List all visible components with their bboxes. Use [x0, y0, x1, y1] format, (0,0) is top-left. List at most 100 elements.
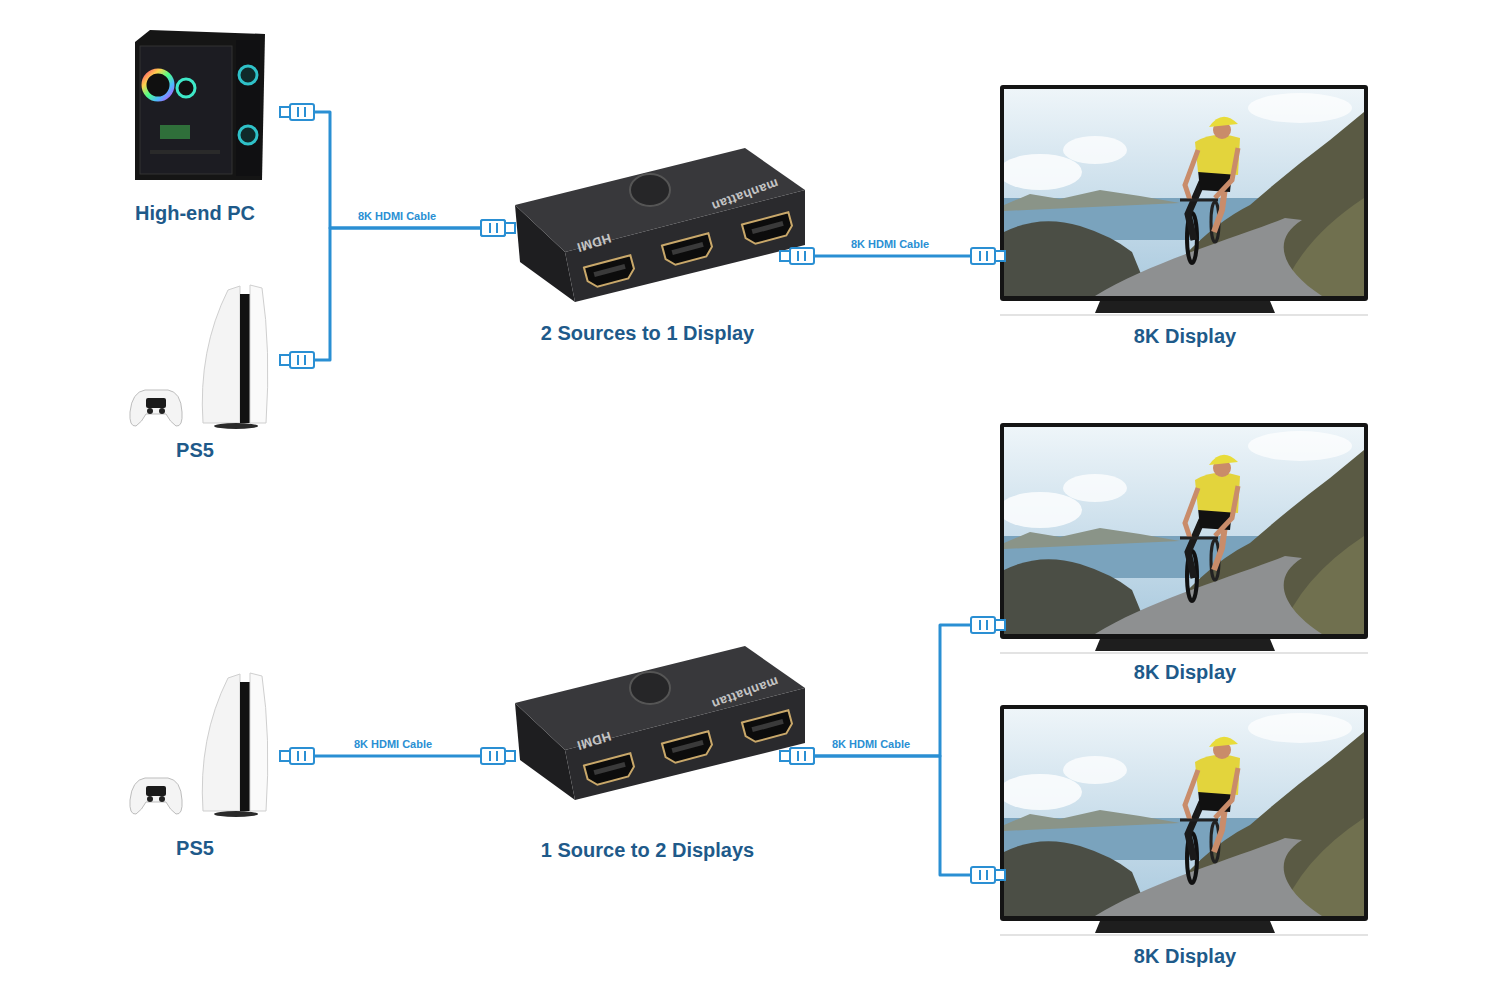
- tv-display: [998, 705, 1368, 936]
- tv-display: [998, 423, 1368, 654]
- cable-label: 8K HDMI Cable: [358, 210, 436, 222]
- hdmi-plug: [481, 220, 515, 236]
- plug-tip: [280, 355, 290, 365]
- plug-body: [481, 748, 505, 764]
- pc-screen: [160, 125, 190, 139]
- pc-gpu: [150, 150, 220, 154]
- node-label: 8K Display: [1134, 944, 1236, 968]
- plug-body: [971, 248, 995, 264]
- device-print: HDMI: [575, 729, 613, 754]
- plug-grip: [804, 751, 806, 761]
- plug-body: [290, 352, 314, 368]
- plug-body: [290, 748, 314, 764]
- plug-tip: [505, 223, 515, 233]
- pc-tower: [135, 30, 265, 180]
- pc-front: [236, 40, 260, 176]
- rgb-fan: [239, 66, 257, 84]
- hdmi-cable: [790, 625, 995, 756]
- hdmi-plug: [780, 748, 814, 764]
- plug-grip: [489, 751, 491, 761]
- hdmi-plug: [971, 617, 1005, 633]
- hdmi-cable: [290, 755, 505, 758]
- plug-grip: [979, 870, 981, 880]
- rgb-fan: [239, 126, 257, 144]
- switch-node: 2 Sources to 1 Display: [505, 140, 790, 345]
- plug-grip: [797, 751, 799, 761]
- hdmi-plug: [971, 867, 1005, 883]
- node-label: 8K Display: [1134, 660, 1236, 684]
- switch-node: 1 Source to 2 Displays: [505, 630, 790, 862]
- plug-grip: [304, 107, 306, 117]
- node-label: High-end PC: [135, 201, 255, 225]
- hdmi-cable: [790, 255, 995, 258]
- node-label: 2 Sources to 1 Display: [541, 321, 754, 345]
- plug-grip: [496, 751, 498, 761]
- cable-label: 8K HDMI Cable: [832, 738, 910, 750]
- plug-grip: [797, 751, 799, 761]
- device-node: PS5: [100, 668, 290, 860]
- plug-grip: [496, 223, 498, 233]
- hdmi-plug: [280, 748, 314, 764]
- plug-grip: [986, 870, 988, 880]
- hdmi-plug: [280, 352, 314, 368]
- plug-tip: [505, 223, 515, 233]
- node-label: 8K Display: [1134, 324, 1236, 348]
- plug-body: [290, 104, 314, 120]
- plug-body: [790, 748, 814, 764]
- rgb-fan: [177, 79, 195, 97]
- plug-tip: [280, 751, 290, 761]
- node-label: PS5: [176, 438, 214, 462]
- hdmi-plug: [780, 748, 814, 764]
- ps5-console: [130, 673, 268, 817]
- cable-label: 8K HDMI Cable: [851, 238, 929, 250]
- plug-body: [481, 220, 505, 236]
- hdmi-switch: [515, 646, 805, 800]
- device-print: manhattan: [709, 674, 780, 712]
- pc-glass: [140, 46, 232, 174]
- device-print: HDMI: [575, 231, 613, 256]
- rgb-fan: [144, 71, 172, 99]
- plug-grip: [496, 223, 498, 233]
- plug-grip: [297, 355, 299, 365]
- plug-grip: [297, 107, 299, 117]
- plug-grip: [304, 355, 306, 365]
- plug-tip: [995, 620, 1005, 630]
- cable-label: 8K HDMI Cable: [354, 738, 432, 750]
- hdmi-plug: [780, 248, 814, 264]
- hdmi-switch: [515, 148, 805, 302]
- hdmi-cable: [290, 228, 505, 360]
- plug-body: [790, 248, 814, 264]
- tv-display: [998, 85, 1368, 316]
- plug-grip: [489, 223, 491, 233]
- plug-tip: [780, 751, 790, 761]
- plug-grip: [986, 620, 988, 630]
- plug-body: [481, 220, 505, 236]
- plug-grip: [804, 251, 806, 261]
- plug-grip: [979, 620, 981, 630]
- plug-grip: [804, 751, 806, 761]
- plug-tip: [780, 751, 790, 761]
- hdmi-cable: [790, 756, 995, 875]
- node-label: 1 Source to 2 Displays: [541, 838, 754, 862]
- plug-body: [790, 748, 814, 764]
- display-node: 8K Display: [995, 418, 1375, 684]
- plug-tip: [995, 251, 1005, 261]
- hdmi-cable: [290, 112, 505, 228]
- hdmi-plug: [481, 220, 515, 236]
- plug-grip: [979, 251, 981, 261]
- display-node: 8K Display: [995, 700, 1375, 968]
- plug-grip: [304, 751, 306, 761]
- plug-grip: [797, 251, 799, 261]
- hdmi-plug: [971, 248, 1005, 264]
- plug-tip: [280, 107, 290, 117]
- device-print: manhattan: [709, 176, 780, 214]
- device-node: High-end PC: [100, 25, 290, 225]
- plug-body: [971, 617, 995, 633]
- plug-tip: [780, 251, 790, 261]
- plug-tip: [995, 870, 1005, 880]
- plug-grip: [297, 751, 299, 761]
- plug-body: [971, 867, 995, 883]
- node-label: PS5: [176, 836, 214, 860]
- display-node: 8K Display: [995, 80, 1375, 348]
- ps5-console: [130, 285, 268, 429]
